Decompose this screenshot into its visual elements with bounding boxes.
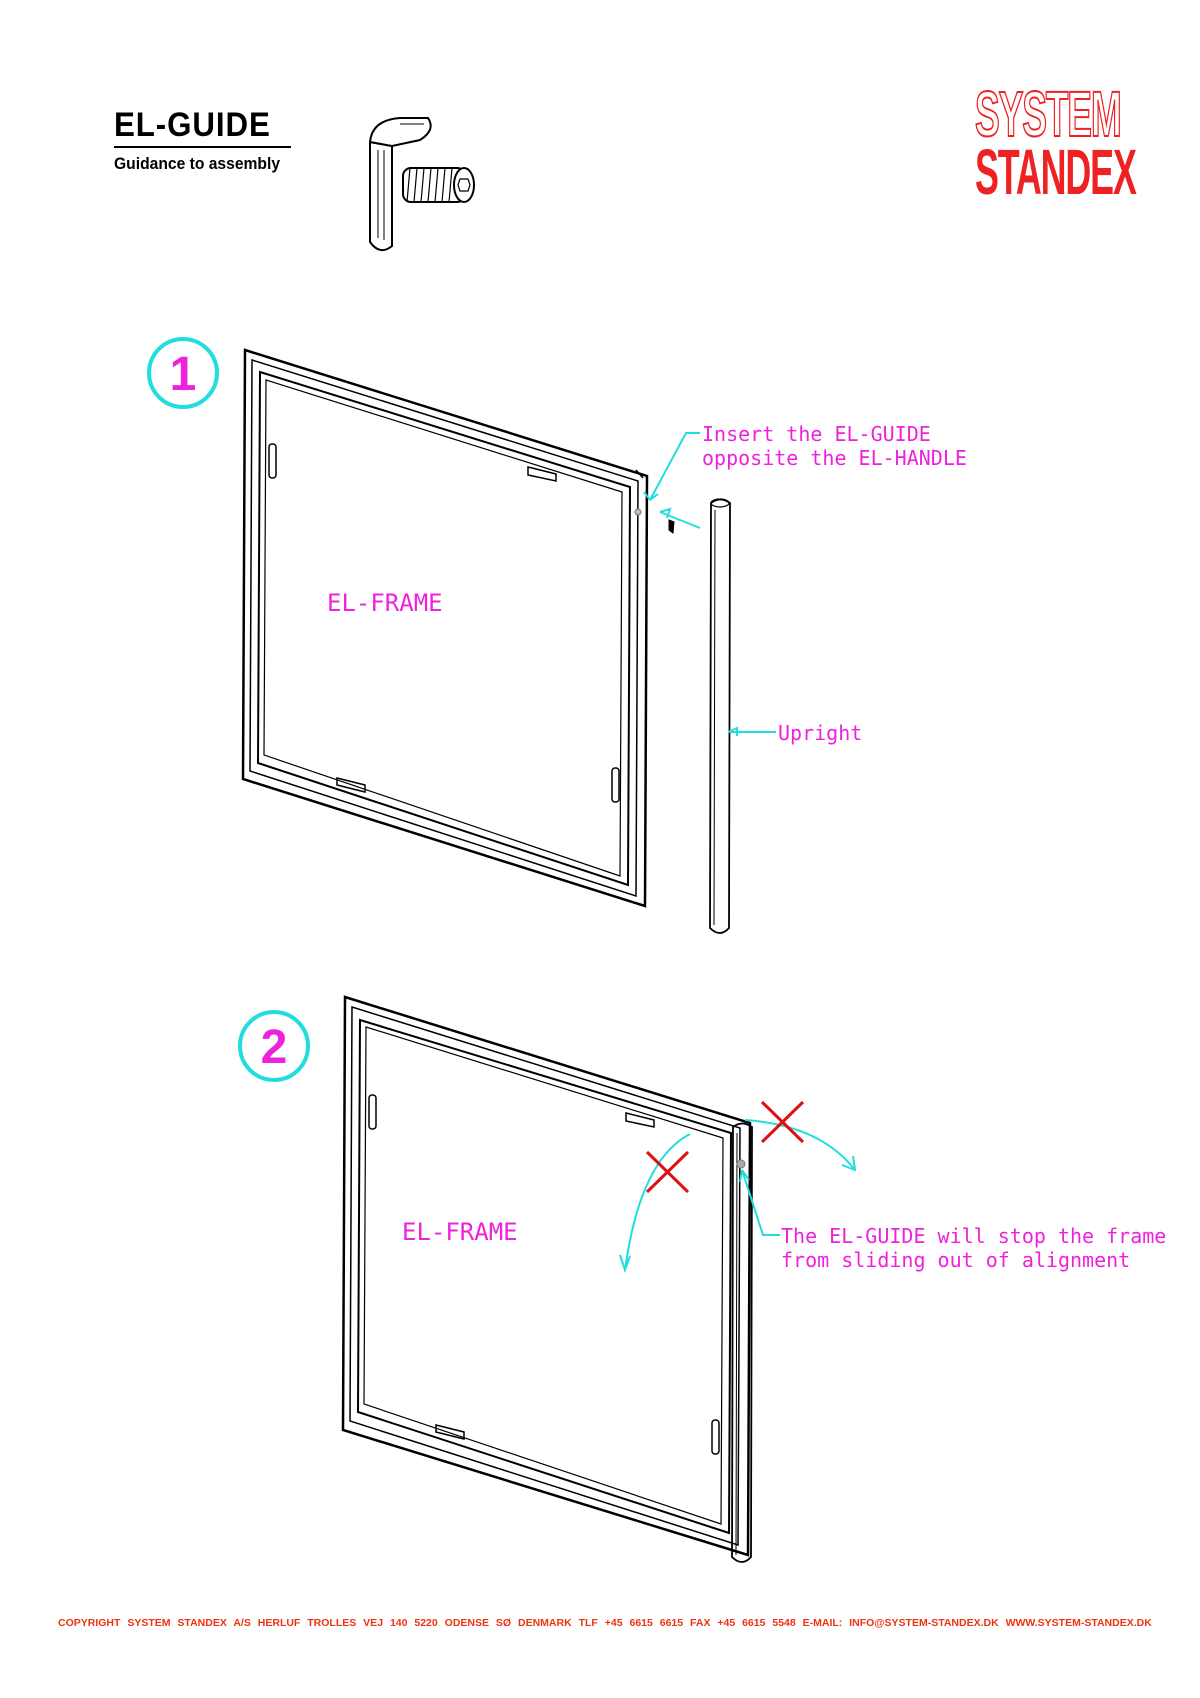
el-guide-inserted [634,508,642,516]
step-2-callout-line-1: The EL-GUIDE will stop the frame [781,1224,1166,1248]
el-guide-loose [668,519,675,534]
frame1-bottom-clip [336,777,366,793]
step-2-motion-arrows [619,1119,857,1274]
el-guide-installed [736,1159,746,1169]
step-2-frame-label: EL-FRAME [402,1218,518,1246]
frame1-top-clip [527,466,557,482]
step-1-callout-line-2: opposite the EL-HANDLE [702,446,967,470]
step-1-group: 1 [147,337,967,934]
frame2-right-clip [711,1419,720,1455]
step-2-group: 2 [238,995,1166,1563]
system-standex-logo: SYSTEM STANDEX [974,81,1147,204]
el-guide-part-illustration [368,117,475,252]
frame1-right-clip [611,767,620,803]
step-2-number: 2 [261,1021,288,1074]
frame2-top-clip [625,1112,655,1128]
step-1-leaders [643,432,776,736]
frame1-left-clip [268,443,277,479]
frame2-left-clip [368,1094,377,1130]
step-2-circle [238,1010,310,1082]
step-2-callout-line-2: from sliding out of alignment [781,1248,1130,1272]
copyright-footer: COPYRIGHT SYSTEM STANDEX A/S HERLUF TROL… [58,1617,1152,1629]
document-subtitle: Guidance to assembly [114,154,281,173]
step-1-number: 1 [170,348,197,401]
el-frame-step-1 [241,348,675,908]
document-title: EL-GUIDE [114,106,271,144]
frame2-bottom-clip [435,1424,465,1440]
step-1-circle [147,337,219,409]
step-1-frame-label: EL-FRAME [327,589,443,617]
step-2-red-crosses [645,1100,805,1194]
step-1-upright-label: Upright [778,721,862,745]
el-frame-step-2 [341,995,752,1557]
upright-step-2 [731,1122,753,1563]
title-underline [114,146,291,148]
step-1-callout-line-1: Insert the EL-GUIDE [702,422,931,446]
upright-step-1 [709,498,731,934]
